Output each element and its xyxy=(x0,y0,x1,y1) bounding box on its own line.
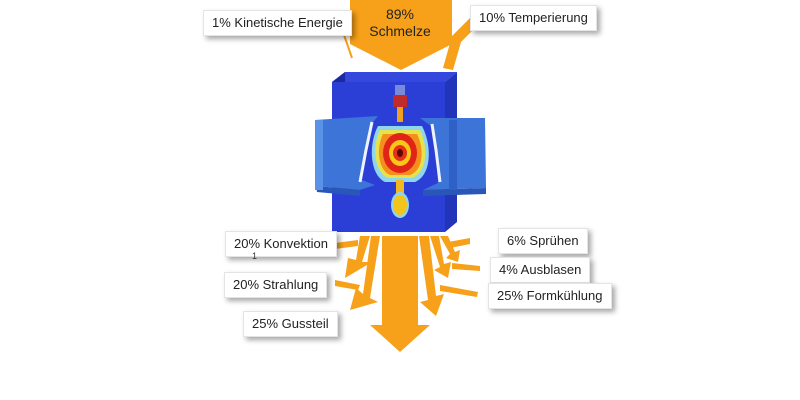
convection-arrow xyxy=(345,236,372,278)
thermal-hotspot xyxy=(371,85,429,218)
kinetic-energy-label: 1% Kinetische Energie xyxy=(203,10,352,36)
casting-arrow xyxy=(370,236,430,352)
mold-cooling-label: 25% Formkühlung xyxy=(488,283,612,309)
spraying-label: 6% Sprühen xyxy=(498,228,588,254)
convection-label: 20% Konvektion xyxy=(225,231,337,257)
output-arrows xyxy=(335,236,480,352)
casting-label: 25% Gussteil xyxy=(243,311,338,337)
radiation-arrow xyxy=(350,236,380,310)
blowing-arrow xyxy=(430,236,451,278)
tempering-label: 10% Temperierung xyxy=(470,5,597,31)
radiation-label: 20% Strahlung xyxy=(224,272,328,298)
spraying-arrow xyxy=(440,236,460,262)
die-halves xyxy=(315,116,486,196)
mold-cooling-arrow xyxy=(419,236,444,316)
stray-mark: 1 xyxy=(252,251,258,261)
melt-name: Schmelze xyxy=(369,23,431,39)
melt-input-label: 89% Schmelze xyxy=(355,6,445,40)
melt-percent: 89% xyxy=(385,6,415,22)
blowing-label: 4% Ausblasen xyxy=(490,257,591,283)
melt-input-arrow xyxy=(350,0,452,70)
kinetic-energy-arrow xyxy=(342,31,353,59)
tempering-arrow xyxy=(443,18,477,70)
